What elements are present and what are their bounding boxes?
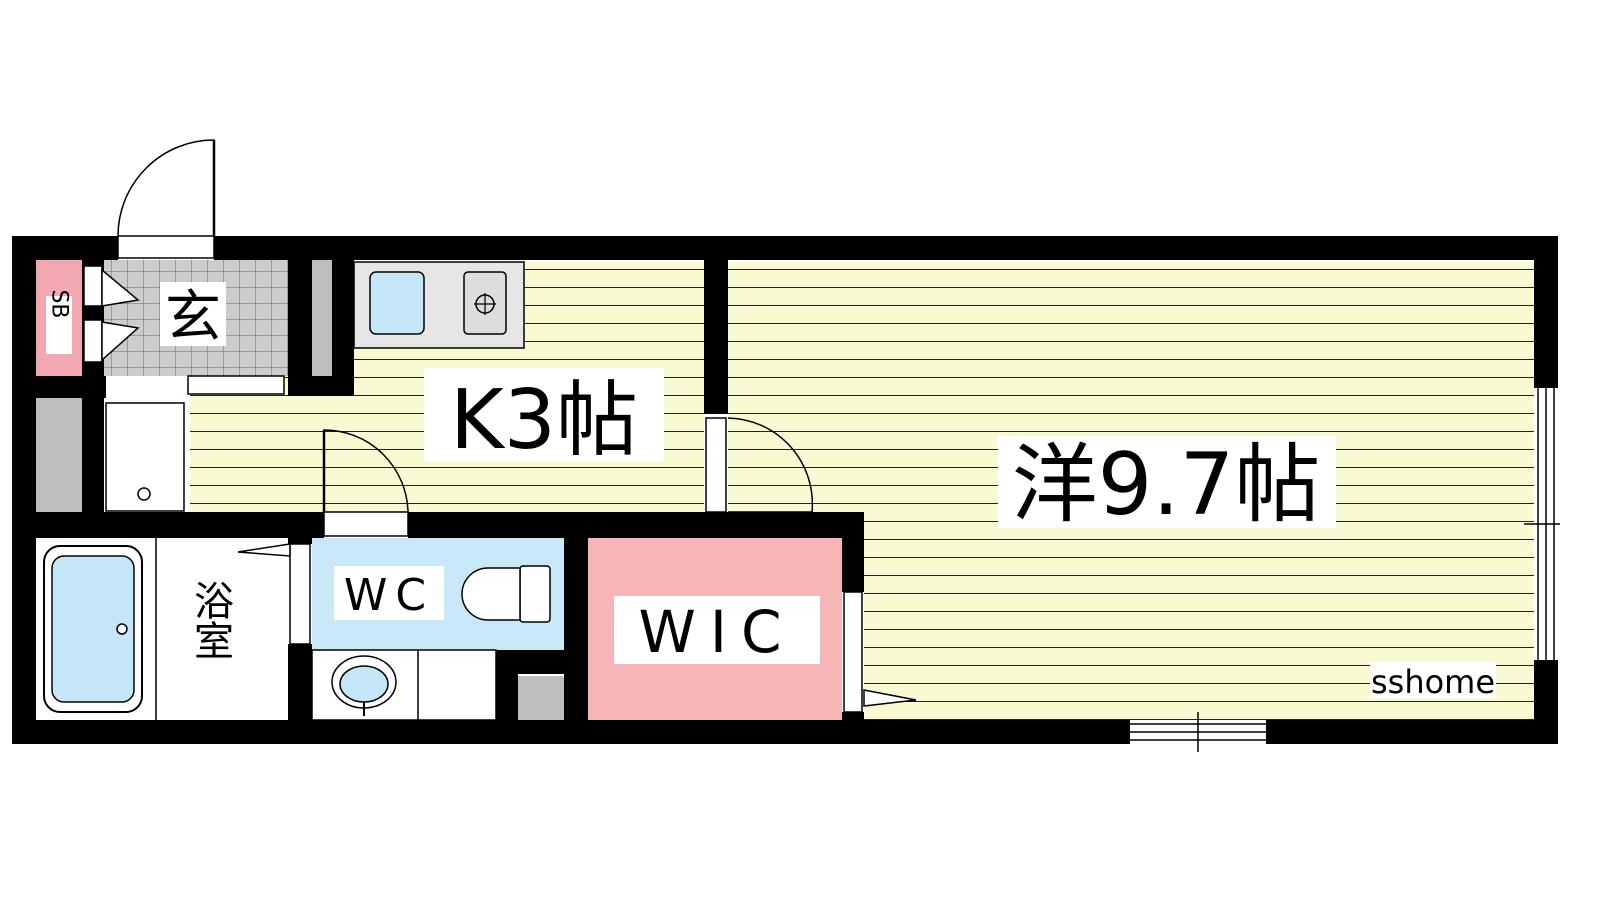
western-room-label: 洋9.7帖 bbox=[1012, 435, 1321, 535]
kitchen-label: K3帖 bbox=[450, 373, 638, 468]
bathtub-basin-icon bbox=[51, 555, 135, 703]
doors bbox=[83, 139, 1560, 752]
drain-icon bbox=[137, 487, 151, 501]
burner-cross-icon bbox=[474, 293, 496, 315]
toilet-bowl-icon bbox=[461, 567, 521, 621]
washbasin-bowl-icon bbox=[339, 665, 389, 703]
toilet-tank-icon bbox=[519, 565, 551, 623]
wc-label: WC bbox=[344, 570, 434, 621]
western-room-label-group: 洋9.7帖 bbox=[998, 435, 1336, 535]
bathtub-drain-icon bbox=[116, 623, 128, 635]
entrance-label-group: 玄 bbox=[160, 282, 226, 350]
storage-pillar bbox=[312, 260, 332, 376]
shoe-box-label: SB bbox=[47, 289, 72, 318]
shoe-box-label-group: SB bbox=[46, 289, 72, 354]
entrance-label: 玄 bbox=[165, 285, 221, 350]
kitchen-label-group: K3帖 bbox=[424, 368, 664, 468]
wic-label: WIC bbox=[639, 598, 796, 666]
wic-label-group: WIC bbox=[614, 596, 820, 666]
watermark: sshome bbox=[1371, 663, 1495, 701]
bath-label: 浴室 bbox=[187, 580, 233, 660]
walls bbox=[12, 236, 1558, 744]
sink-icon bbox=[369, 271, 425, 335]
entrance-step bbox=[187, 375, 285, 395]
pipe-space bbox=[518, 676, 564, 720]
wc-label-group: WC bbox=[334, 566, 444, 621]
storage-left bbox=[36, 398, 82, 514]
watermark-group: sshome bbox=[1370, 662, 1496, 701]
